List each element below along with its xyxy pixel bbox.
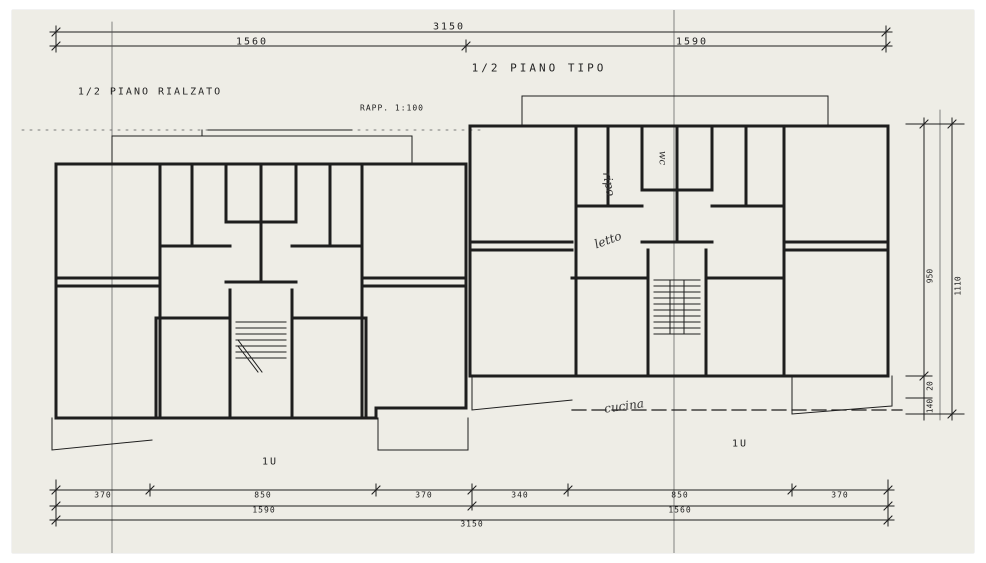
left-stair — [235, 321, 287, 373]
side-dim-d: 140 — [925, 398, 935, 414]
floor-plan-drawing — [21, 10, 965, 553]
north-mark-left: 1U — [261, 456, 279, 468]
title-piano-tipo: 1/2 PIANO TIPO — [471, 61, 607, 75]
bottom-total-width: 3150 — [460, 519, 484, 529]
bottom-left-width: 1590 — [252, 505, 276, 515]
scale-label: RAPP. 1:100 — [360, 103, 424, 113]
handwritten-note-2: wc — [656, 150, 668, 166]
side-dim-a: 950 — [925, 268, 935, 284]
bottom-seg-4: 340 — [511, 490, 529, 500]
left-balcony — [51, 129, 469, 451]
left-plan — [54, 162, 468, 420]
total-width-top: 3150 — [432, 21, 466, 33]
bottom-seg-6: 370 — [831, 490, 849, 500]
right-stair — [653, 279, 701, 335]
side-dim-b: 1110 — [953, 276, 963, 296]
right-width-top: 1590 — [675, 36, 709, 48]
top-dimension-lines — [49, 25, 893, 53]
bottom-seg-3: 370 — [415, 490, 433, 500]
blueprint-sheet: 3150 1560 1590 1/2 PIANO TIPO 1/2 PIANO … — [12, 10, 974, 553]
bottom-dimension-lines — [49, 479, 895, 527]
right-balcony — [471, 95, 893, 415]
right-plan — [468, 124, 890, 378]
side-dimension-lines — [905, 117, 965, 421]
bottom-seg-5: 850 — [671, 490, 689, 500]
north-mark-right: 1U — [731, 438, 749, 450]
bottom-seg-2: 850 — [254, 490, 272, 500]
bottom-right-width: 1560 — [668, 505, 692, 515]
side-dim-c: 20 — [925, 381, 935, 391]
left-width-top: 1560 — [235, 36, 269, 48]
title-piano-rialzato: 1/2 PIANO RIALZATO — [77, 86, 223, 98]
bottom-seg-1: 370 — [94, 490, 112, 500]
